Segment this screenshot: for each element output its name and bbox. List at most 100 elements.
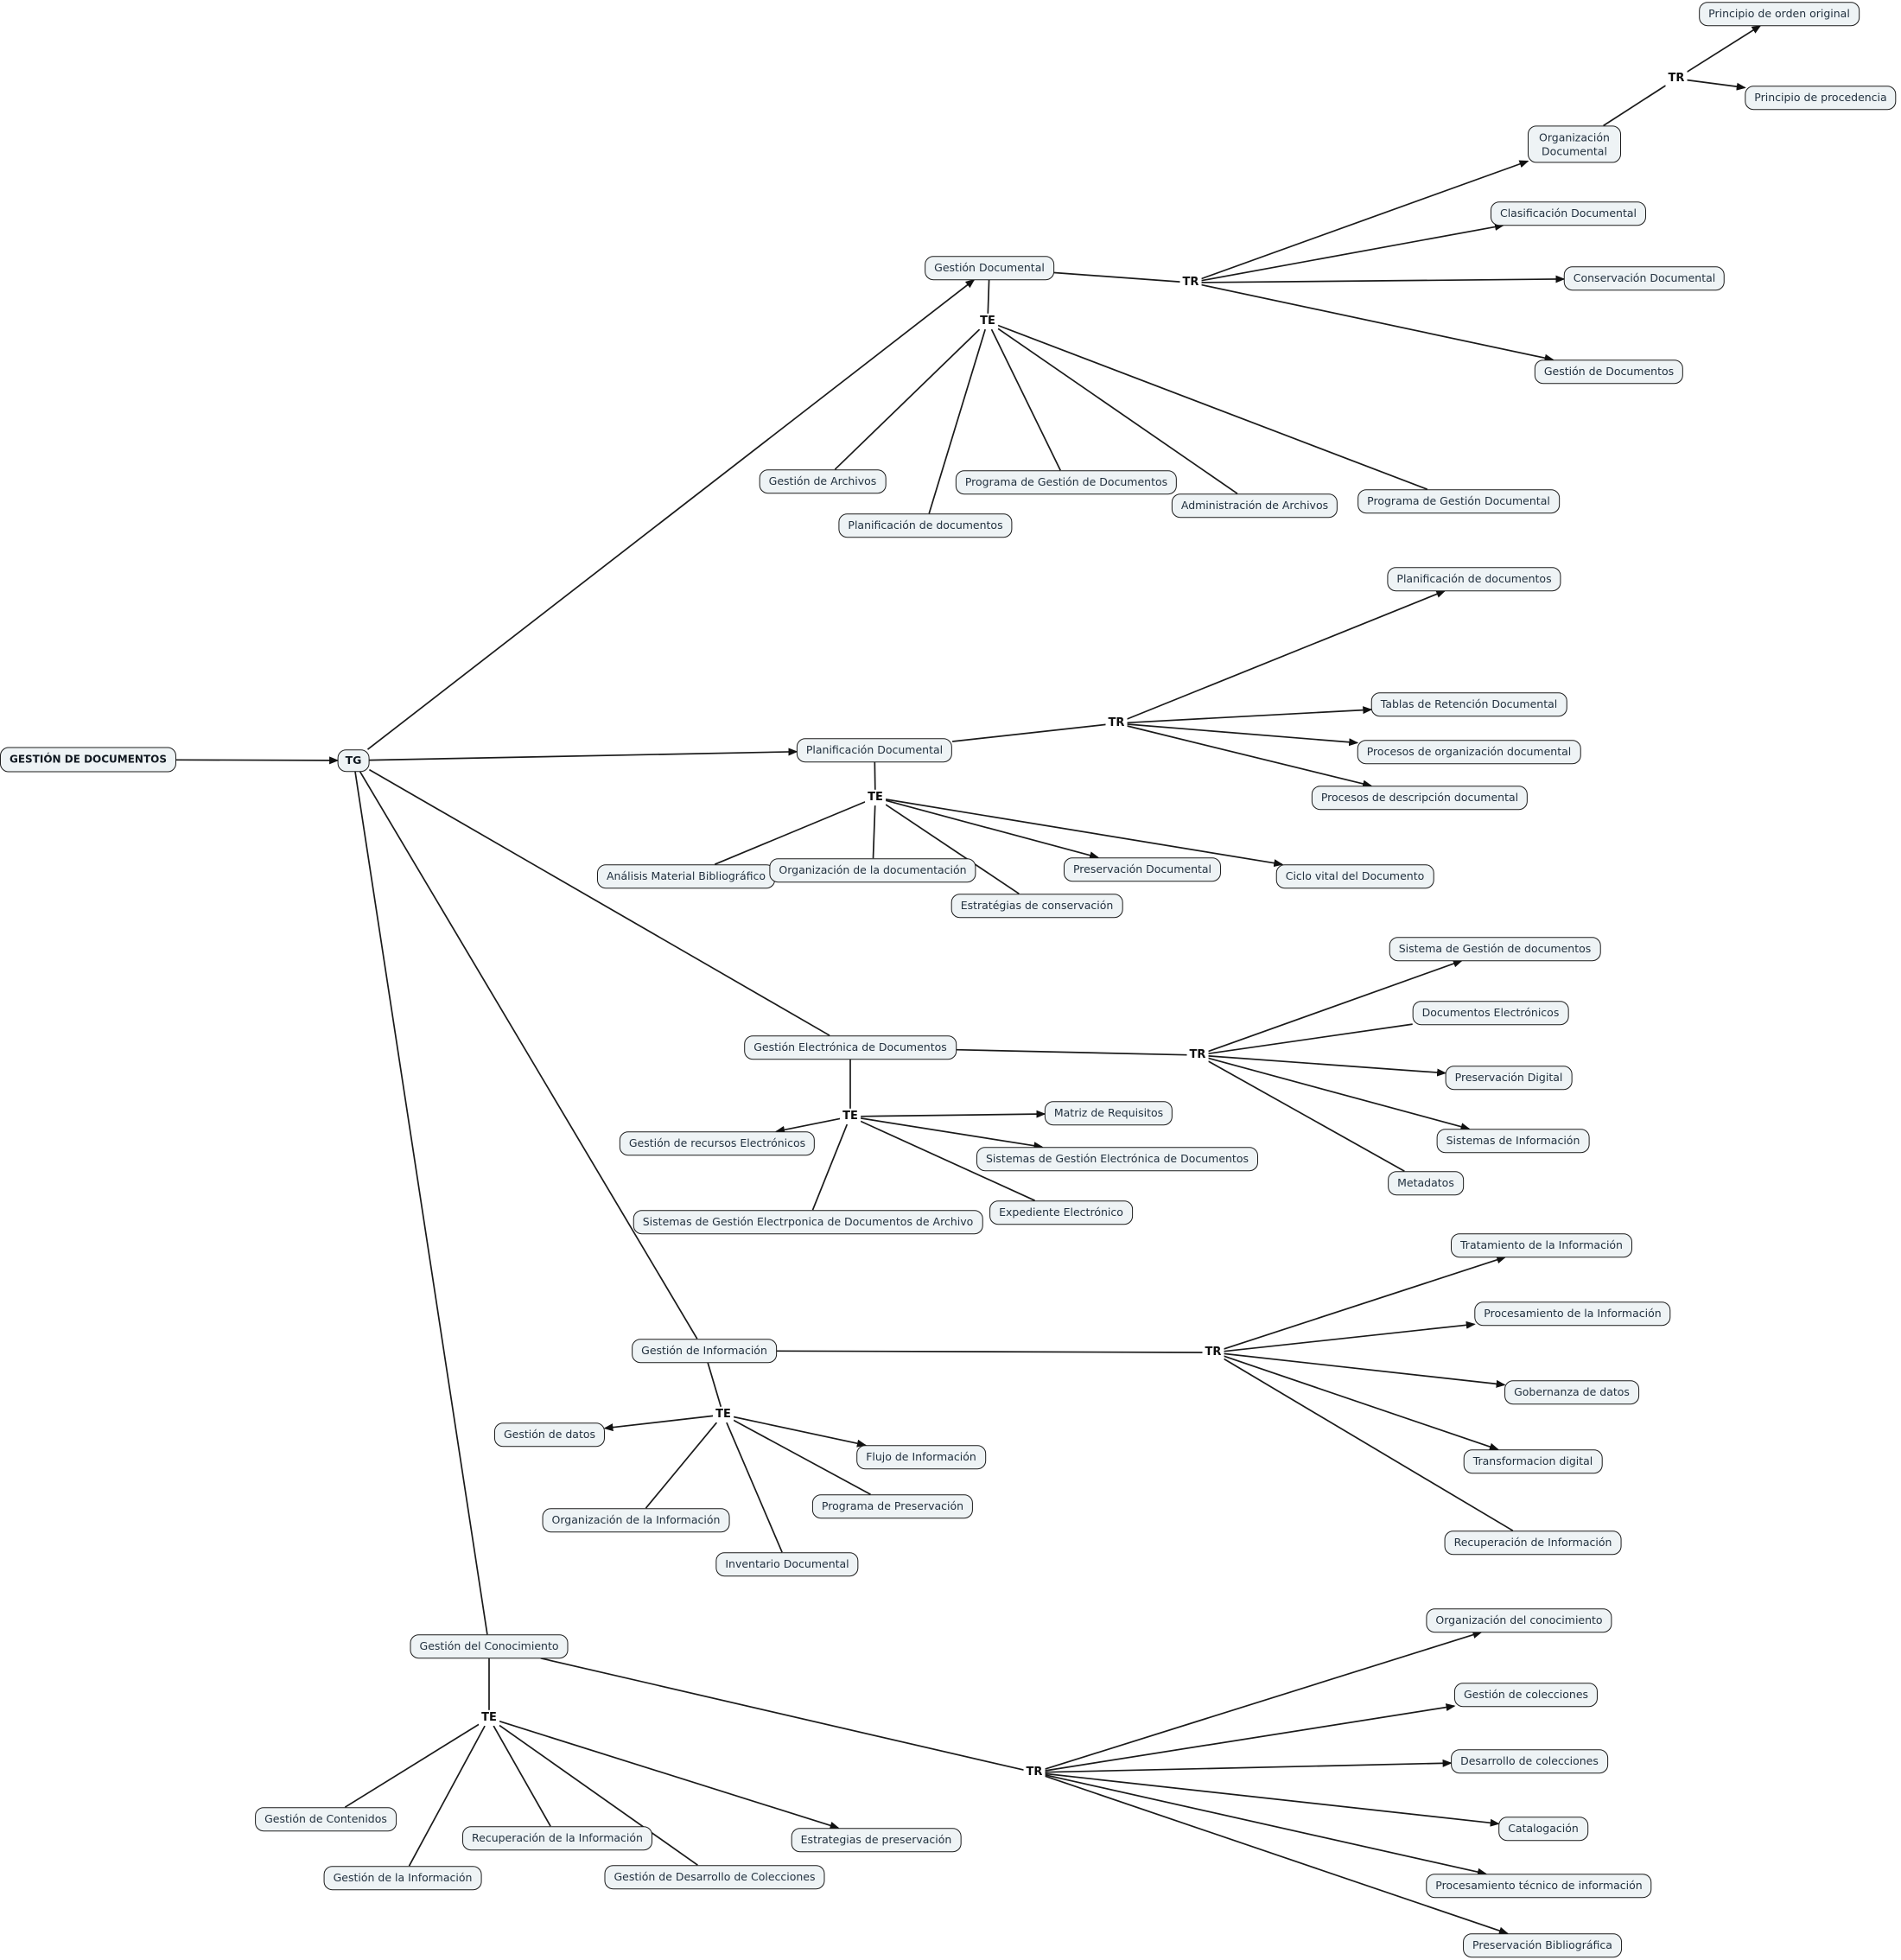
edge-te_doc-aa <box>997 328 1238 494</box>
node-de[interactable]: Documentos Electrónicos <box>1412 1001 1569 1025</box>
node-p_documental[interactable]: Planificación Documental <box>796 738 953 762</box>
node-clas[interactable]: Clasificación Documental <box>1490 201 1647 226</box>
edge-tg-p_documental <box>369 748 798 761</box>
edge-tr_con-cat <box>1045 1772 1500 1827</box>
node-sged[interactable]: Sistemas de Gestión Electrónica de Docum… <box>976 1147 1259 1171</box>
node-gd2[interactable]: Gobernanza de datos <box>1504 1380 1639 1404</box>
edge-tr_info-gd2 <box>1224 1352 1506 1388</box>
node-tr_elec[interactable]: TR <box>1186 1047 1209 1064</box>
node-ep[interactable]: Estrategias de preservación <box>791 1828 962 1852</box>
node-ti[interactable]: Tratamiento de la Información <box>1451 1233 1632 1257</box>
edge-tr_doc-org_doc <box>1201 160 1529 280</box>
node-gre[interactable]: Gestión de recursos Electrónicos <box>619 1131 816 1155</box>
node-ri[interactable]: Recuperación de Información <box>1444 1530 1622 1555</box>
node-pdig[interactable]: Preservación Digital <box>1445 1066 1573 1090</box>
node-ginf[interactable]: Gestión de la Información <box>323 1866 482 1890</box>
node-ee[interactable]: Expediente Electrónico <box>989 1200 1133 1225</box>
edge-te_elec-gre <box>775 1117 841 1134</box>
edge-tr_plan-pd2 <box>1127 590 1446 720</box>
node-tr_top[interactable]: TR <box>1665 70 1688 87</box>
node-pd1[interactable]: Planificación de documentos <box>838 513 1013 538</box>
node-tr_plan[interactable]: TR <box>1105 715 1128 732</box>
node-mr[interactable]: Matriz de Requisitos <box>1044 1101 1173 1125</box>
edge-te_plan-odoc <box>872 805 876 859</box>
node-oi[interactable]: Organización de la Información <box>542 1508 730 1532</box>
edge-tg-g_conocimiento <box>354 771 488 1635</box>
edge-tg-g_informacion <box>359 771 698 1340</box>
node-g_informacion[interactable]: Gestión de Información <box>632 1339 777 1363</box>
edge-tr_info-td <box>1224 1355 1499 1451</box>
node-te_con[interactable]: TE <box>479 1709 499 1727</box>
edge-tr_info-ri <box>1223 1358 1514 1531</box>
node-te_plan[interactable]: TE <box>865 789 886 806</box>
node-g_documental[interactable]: Gestión Documental <box>925 256 1054 280</box>
node-cvd[interactable]: Ciclo vital del Documento <box>1275 864 1434 888</box>
node-org_doc[interactable]: Organización Documental <box>1528 125 1621 163</box>
node-poo[interactable]: Principio de orden original <box>1699 2 1860 26</box>
node-fi[interactable]: Flujo de Información <box>856 1445 986 1469</box>
node-inv[interactable]: Inventario Documental <box>715 1552 859 1576</box>
node-tr_con[interactable]: TR <box>1023 1764 1046 1781</box>
node-ga[interactable]: Gestión de Archivos <box>759 469 887 493</box>
node-trd[interactable]: Tablas de Retención Documental <box>1370 692 1567 716</box>
node-gcol[interactable]: Gestión de colecciones <box>1453 1683 1599 1707</box>
node-pbib[interactable]: Preservación Bibliográfica <box>1463 1933 1622 1957</box>
node-gestion_documentos[interactable]: GESTIÓN DE DOCUMENTOS <box>0 747 177 773</box>
node-rinf[interactable]: Recuperación de la Información <box>462 1826 652 1850</box>
node-te_info[interactable]: TE <box>713 1406 734 1423</box>
edge-tr_elec-pdig <box>1208 1055 1447 1077</box>
node-meta[interactable]: Metadatos <box>1388 1171 1464 1195</box>
node-gdat[interactable]: Gestión de datos <box>493 1422 606 1447</box>
edge-g_conocimiento-tr_con <box>540 1657 1024 1771</box>
edge-te_elec-mr <box>860 1110 1046 1118</box>
node-amb[interactable]: Análisis Material Bibliográfico <box>596 864 776 888</box>
node-cons[interactable]: Conservación Documental <box>1563 266 1726 290</box>
edge-g_documental-tr_doc <box>1053 271 1180 283</box>
edge-te_plan-ec <box>885 804 1020 894</box>
edge-te_elec-ee <box>860 1120 1035 1201</box>
node-oc[interactable]: Organización del conocimiento <box>1426 1608 1612 1632</box>
node-dcol[interactable]: Desarrollo de colecciones <box>1451 1749 1608 1773</box>
edge-tr_plan-pdd <box>1127 725 1373 788</box>
edge-te_info-oi <box>645 1422 718 1509</box>
node-aa[interactable]: Administración de Archivos <box>1171 493 1338 518</box>
edge-te_elec-sged <box>860 1117 1044 1150</box>
node-odoc[interactable]: Organización de la documentación <box>769 858 976 882</box>
node-pp[interactable]: Principio de procedencia <box>1745 86 1897 110</box>
node-sgeda[interactable]: Sistemas de Gestión Electrponica de Docu… <box>633 1210 983 1234</box>
node-si[interactable]: Sistemas de Información <box>1436 1129 1590 1153</box>
edge-te_doc-pd1 <box>928 328 987 514</box>
edge-te_plan-cvd <box>885 799 1284 868</box>
edge-te_con-ginf <box>408 1725 486 1867</box>
node-pdoc[interactable]: Preservación Documental <box>1063 857 1222 881</box>
node-te_doc[interactable]: TE <box>977 313 998 330</box>
node-pi[interactable]: Procesamiento de la Información <box>1474 1301 1671 1326</box>
node-ppres[interactable]: Programa de Preservación <box>811 1494 974 1518</box>
node-g_conocimiento[interactable]: Gestión del Conocimiento <box>410 1634 569 1658</box>
edge-tg-g_electronica <box>368 768 830 1036</box>
node-sgd[interactable]: Sistema de Gestión de documentos <box>1389 937 1601 961</box>
edge-tr_elec-sgd <box>1208 959 1463 1053</box>
node-ec[interactable]: Estratégias de conservación <box>950 894 1123 918</box>
node-pti[interactable]: Procesamiento técnico de información <box>1426 1874 1652 1898</box>
node-pgdoc[interactable]: Programa de Gestión Documental <box>1357 489 1560 513</box>
node-pod[interactable]: Procesos de organización documental <box>1357 740 1581 764</box>
edge-p_documental-te_plan <box>874 761 876 790</box>
node-tr_info[interactable]: TR <box>1202 1344 1224 1361</box>
node-pdd[interactable]: Procesos de descripción documental <box>1311 786 1529 810</box>
node-g_electronica[interactable]: Gestión Electrónica de Documentos <box>744 1035 957 1060</box>
node-tr_doc[interactable]: TR <box>1179 274 1202 291</box>
edge-tr_elec-si <box>1208 1057 1471 1131</box>
node-gdocs[interactable]: Gestión de Documentos <box>1534 360 1684 384</box>
edge-te_doc-ga <box>834 328 981 470</box>
node-pd2[interactable]: Planificación de documentos <box>1387 567 1561 591</box>
node-gcont[interactable]: Gestión de Contenidos <box>255 1807 397 1831</box>
node-cat[interactable]: Catalogación <box>1498 1817 1588 1841</box>
node-td[interactable]: Transformacion digital <box>1463 1449 1603 1473</box>
edge-tr_elec-de <box>1208 1023 1413 1055</box>
node-pgd[interactable]: Programa de Gestión de Documentos <box>955 470 1178 494</box>
node-tg[interactable]: TG <box>337 749 370 772</box>
node-te_elec[interactable]: TE <box>840 1108 861 1125</box>
node-gdc[interactable]: Gestión de Desarrollo de Colecciones <box>604 1865 825 1889</box>
